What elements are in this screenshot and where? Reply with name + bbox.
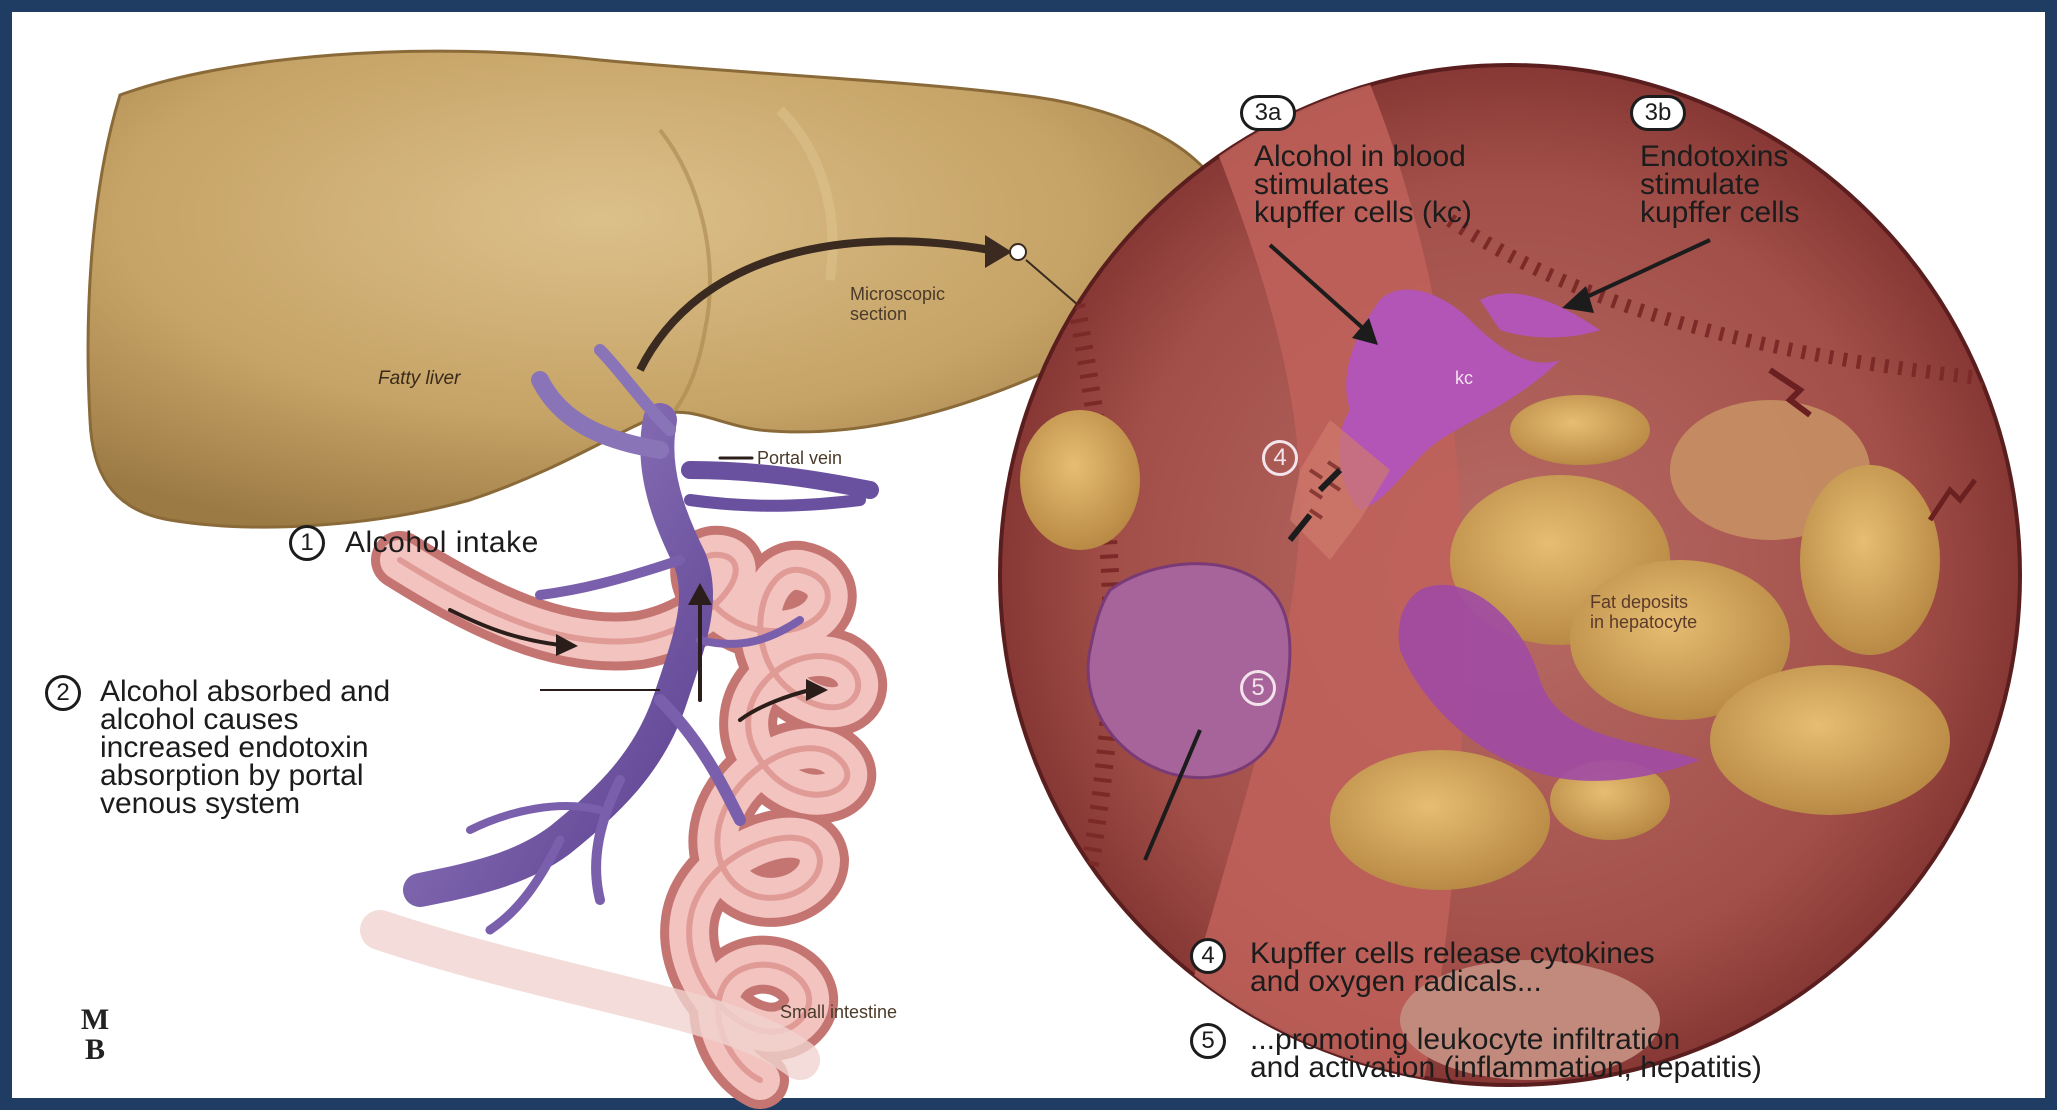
step-4-number: 4 — [1190, 938, 1226, 974]
step-5-number: 5 — [1190, 1023, 1226, 1059]
portal-vein-label: Portal vein — [757, 448, 842, 469]
step-3a-number: 3a — [1240, 95, 1296, 131]
step-3a-text: Alcohol in blood stimulates kupffer cell… — [1254, 143, 1472, 227]
fat-deposits-label: Fat deposits in hepatocyte — [1590, 592, 1697, 632]
fatty-liver-label: Fatty liver — [378, 368, 460, 390]
step-1-text: Alcohol intake — [345, 528, 539, 558]
microscopic-section-label: Microscopic section — [850, 284, 945, 324]
overlay-step-4-marker: 4 — [1262, 440, 1298, 476]
step-2-text: Alcohol absorbed and alcohol causes incr… — [100, 678, 390, 818]
publisher-logo: M B — [72, 1005, 118, 1075]
overlay-step-5-marker: 5 — [1240, 670, 1276, 706]
step-3b-text: Endotoxins stimulate kupffer cells — [1640, 143, 1800, 227]
step-3b-number: 3b — [1630, 95, 1686, 131]
step-2-number: 2 — [45, 675, 81, 711]
step-5-text: ...promoting leukocyte infiltration and … — [1250, 1026, 1762, 1082]
step-4-text: Kupffer cells release cytokines and oxyg… — [1250, 940, 1655, 996]
small-intestine-label: Small intestine — [780, 1002, 897, 1023]
kupffer-cell-label: kc — [1455, 368, 1473, 389]
step-1-number: 1 — [289, 525, 325, 561]
